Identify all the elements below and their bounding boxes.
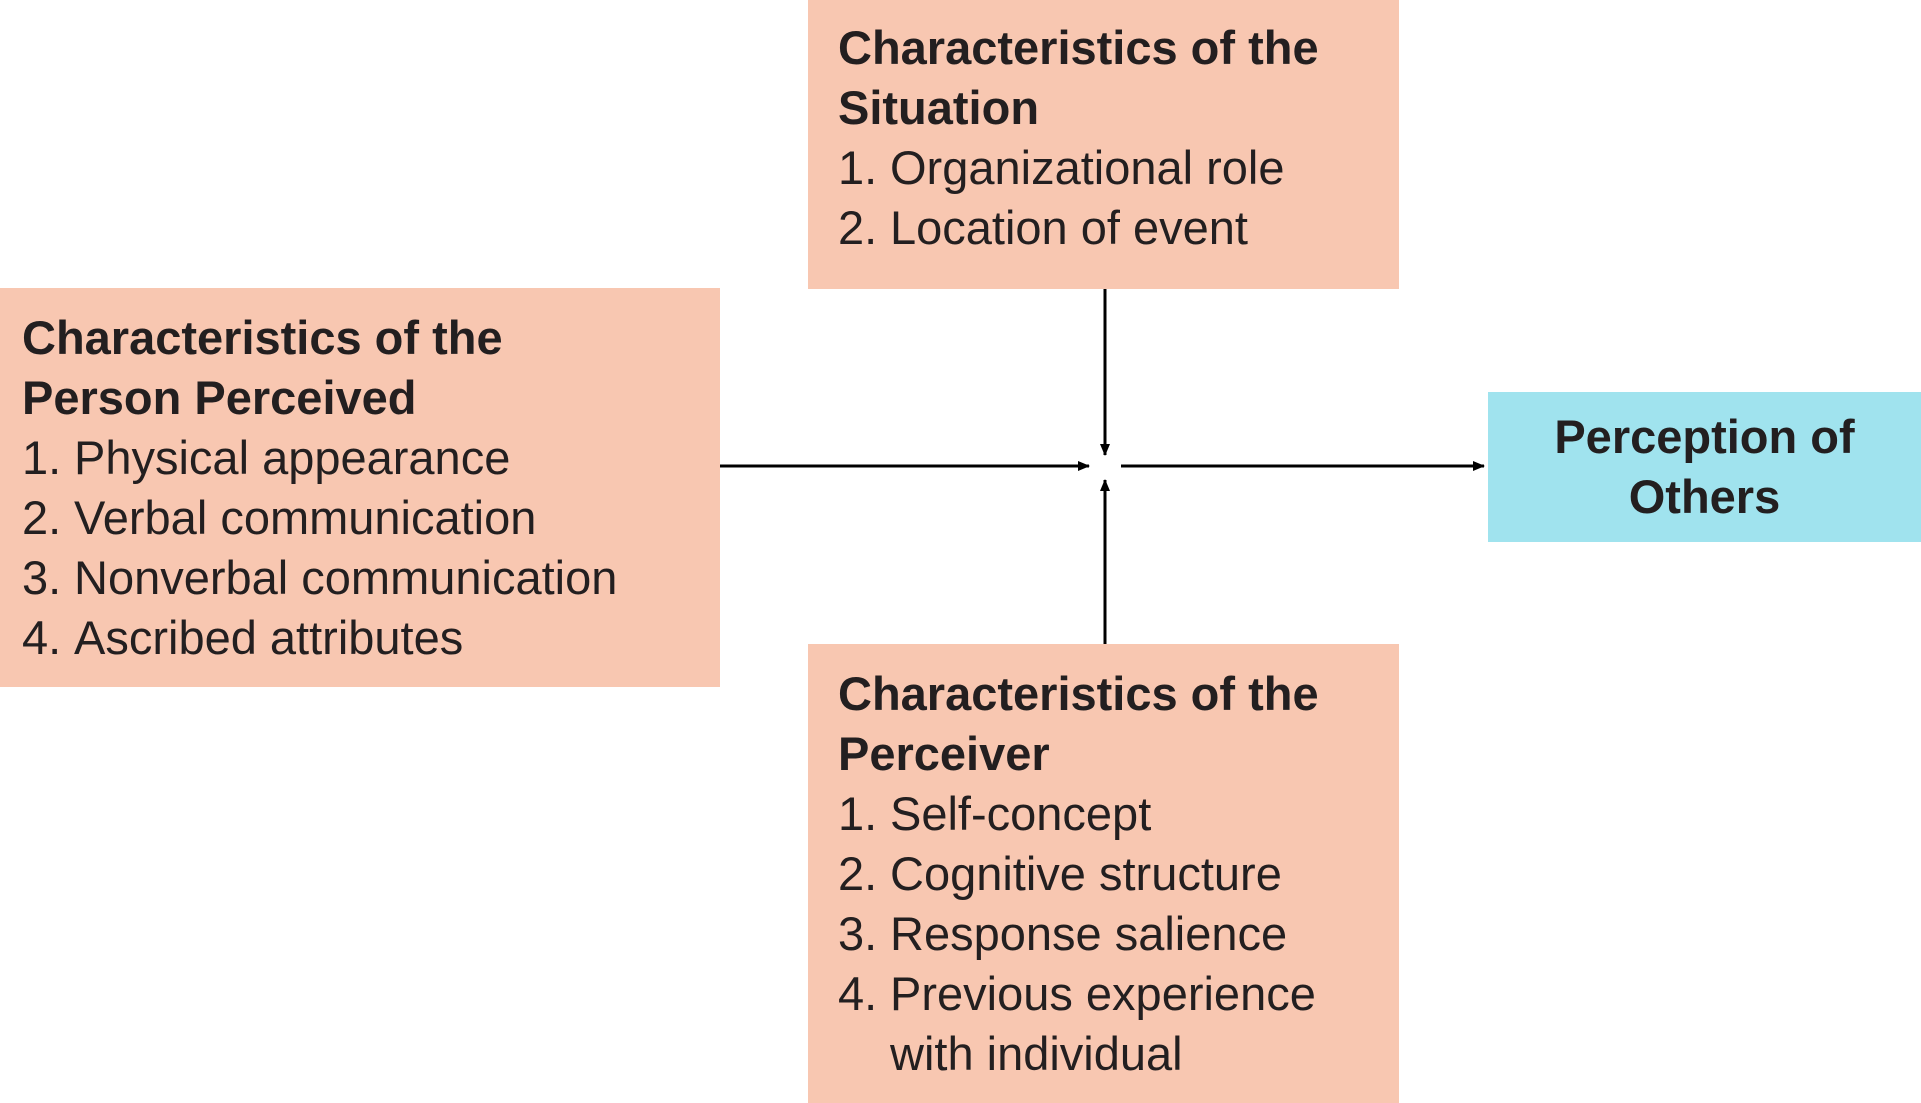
item-text: Previous experience with individual (890, 967, 1316, 1080)
person-perceived-list: 1. Physical appearance 2. Verbal communi… (22, 428, 710, 668)
item-text: Response salience (890, 907, 1288, 960)
perception-of-others-title: Perception of Others (1554, 410, 1855, 523)
item-number: 1. (22, 431, 62, 484)
person-perceived-item: 2. Verbal communication (22, 488, 710, 548)
situation-box: Characteristics of the Situation 1. Orga… (808, 0, 1399, 289)
person-perceived-item: 3. Nonverbal communication (22, 548, 710, 608)
item-text: Nonverbal communication (74, 551, 618, 604)
item-number: 2. (838, 201, 878, 254)
item-number: 3. (838, 907, 878, 960)
person-perceived-box: Characteristics of the Person Perceived … (0, 288, 720, 687)
perceiver-item: 1. Self-concept (838, 784, 1379, 844)
perceiver-box: Characteristics of the Perceiver 1. Self… (808, 644, 1399, 1103)
item-text: Cognitive structure (890, 847, 1282, 900)
situation-title: Characteristics of the Situation (838, 21, 1319, 134)
perceiver-title: Characteristics of the Perceiver (838, 667, 1319, 780)
perceiver-item: 3. Response salience (838, 904, 1379, 964)
item-text: Verbal communication (74, 491, 537, 544)
perception-of-others-box: Perception of Others (1488, 392, 1921, 542)
situation-item: 2. Location of event (838, 198, 1371, 258)
situation-item: 1. Organizational role (838, 138, 1371, 198)
item-text: Physical appearance (74, 431, 511, 484)
item-text: Self-concept (890, 787, 1152, 840)
item-number: 1. (838, 787, 878, 840)
item-number: 2. (838, 847, 878, 900)
perceiver-item: 2. Cognitive structure (838, 844, 1379, 904)
item-text: Ascribed attributes (74, 611, 464, 664)
perceiver-item: 4. Previous experience with individual (838, 964, 1379, 1084)
item-number: 4. (22, 611, 62, 664)
item-text: Organizational role (890, 141, 1285, 194)
person-perceived-title: Characteristics of the Person Perceived (22, 311, 503, 424)
person-perceived-item: 4. Ascribed attributes (22, 608, 710, 668)
item-text: Location of event (890, 201, 1248, 254)
item-number: 4. (838, 967, 878, 1020)
situation-list: 1. Organizational role 2. Location of ev… (838, 138, 1371, 258)
perceiver-list: 1. Self-concept 2. Cognitive structure 3… (838, 784, 1379, 1084)
person-perceived-item: 1. Physical appearance (22, 428, 710, 488)
item-number: 2. (22, 491, 62, 544)
item-number: 3. (22, 551, 62, 604)
item-number: 1. (838, 141, 878, 194)
